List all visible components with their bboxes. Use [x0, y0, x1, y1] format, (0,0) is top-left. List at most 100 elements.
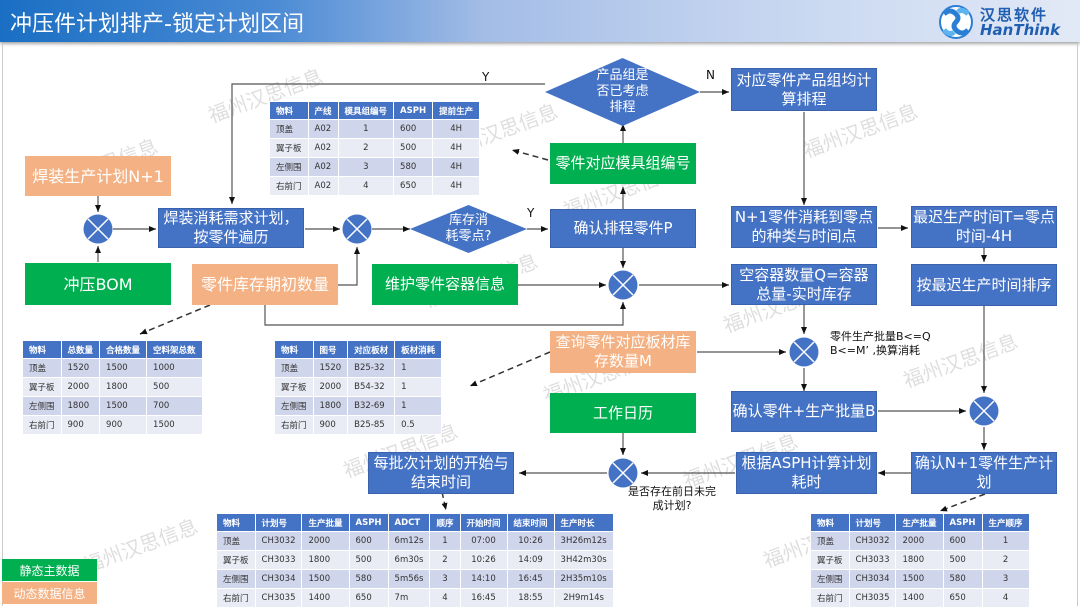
merge-junction-icon	[83, 214, 113, 244]
table-cell: 4H	[432, 176, 481, 196]
merge-junction-icon	[608, 270, 638, 300]
decision-diamond-shape	[545, 58, 700, 126]
merge-junction-icon	[789, 337, 819, 367]
table-cell: 2	[981, 550, 1030, 570]
table-cell: 5m56s	[387, 569, 431, 589]
column-header: 生产顺序	[981, 513, 1030, 532]
table-cell: 右前门	[269, 176, 309, 196]
table-cell: B25-32	[347, 358, 396, 378]
query-sheet-stock-node[interactable]: 查询零件对应板材库存数量M	[550, 331, 696, 373]
table-cell: 14:09	[506, 550, 555, 570]
table-cell: 07:00	[459, 531, 508, 551]
table-cell: B54-32	[347, 377, 396, 397]
table-cell: 900	[60, 415, 101, 435]
mold-group-number-node[interactable]: 零件对应模具组编号	[550, 143, 696, 184]
table-header-row: 物料图号对应板材板材消耗	[274, 340, 443, 359]
merge-junction-icon	[969, 396, 999, 426]
confirm-part-batch-node[interactable]: 确认零件+生产批量B	[731, 391, 877, 432]
sort-by-latest-time-node[interactable]: 按最迟生产时间排序	[911, 264, 1057, 306]
table-cell: 500	[393, 138, 434, 158]
column-header: 总数量	[60, 340, 101, 359]
column-header: ASPH	[348, 513, 389, 532]
work-calendar-node[interactable]: 工作日历	[550, 393, 696, 433]
table-cell: 3	[981, 569, 1030, 589]
empty-container-count-node[interactable]: 空容器数量Q=容器总量-实时库存	[731, 264, 877, 305]
column-header: 生产批量	[301, 513, 350, 532]
page-title: 冲压件计划排产-锁定计划区间	[10, 12, 304, 37]
column-header: 提前生产	[432, 101, 481, 120]
table-cell: 500	[942, 550, 983, 570]
maintain-container-info-node[interactable]: 维护零件容器信息	[372, 264, 518, 305]
confirm-schedule-part-node[interactable]: 确认排程零件P	[550, 209, 696, 248]
table-cell: 650	[348, 588, 389, 608]
column-header: 物料	[22, 340, 62, 359]
column-header: 计划号	[848, 513, 897, 532]
group-schedule-node[interactable]: 对应零件产品组均计算排程	[731, 68, 877, 111]
unfinished-question-label: 是否存在前日未完 成计划?	[628, 485, 716, 513]
table-cell: 580	[393, 157, 434, 177]
column-header: ASPH	[393, 101, 434, 120]
decision-diamond-shape	[410, 205, 527, 253]
group-considered-decision[interactable]: 产品组是否已考虑排程	[545, 58, 700, 126]
logo-en-text: HanThink	[980, 21, 1061, 39]
dashed-arrow	[469, 351, 551, 387]
initial-part-stock-node[interactable]: 零件库存期初数量	[192, 264, 338, 305]
stamping-bom-node[interactable]: 冲压BOM	[25, 263, 171, 305]
table-cell: 1	[394, 396, 443, 416]
column-header: 顺序	[429, 513, 461, 532]
table-cell: 顶盖	[216, 531, 256, 551]
table-cell: 翼子板	[810, 550, 850, 570]
table-cell: 2H35m10s	[553, 569, 614, 589]
table-cell: 4	[981, 588, 1030, 608]
column-header: 产线	[307, 101, 339, 120]
table-cell: 右前门	[810, 588, 850, 608]
table-cell: CH3035	[254, 588, 303, 608]
puzzle-logo-icon	[939, 5, 973, 39]
table-cell: 16:45	[506, 569, 555, 589]
table-cell: 0.5	[394, 415, 443, 435]
batch-start-end-time-node[interactable]: 每批次计划的开始与结束时间	[368, 452, 514, 494]
table-cell: 1500	[146, 415, 203, 435]
table-cell: 顶盖	[274, 358, 314, 378]
column-header: 图号	[312, 340, 349, 359]
table-cell: 2000	[60, 377, 101, 397]
table-cell: B32-69	[347, 396, 396, 416]
table-cell: 左侧围	[22, 396, 62, 416]
arrow	[229, 83, 545, 204]
batch-rule-line: 零件生产批量B<=Q	[830, 330, 931, 343]
table-cell: 500	[348, 550, 389, 570]
column-header: ADCT	[387, 513, 431, 532]
stock-zero-decision[interactable]: 库存消耗零点?	[410, 205, 527, 253]
weld-consumption-plan-node[interactable]: 焊装消耗需求计划，按零件遍历	[158, 208, 304, 248]
latest-production-time-node[interactable]: 最迟生产时间T=零点时间-4H	[911, 206, 1057, 248]
confirm-n1-plan-node[interactable]: 确认N+1零件生产计划	[911, 452, 1057, 494]
consume-zero-point-node[interactable]: N+1零件消耗到零点的种类与时间点	[731, 206, 877, 248]
table-cell: CH3033	[254, 550, 303, 570]
weld-production-plan-node[interactable]: 焊装生产计划N+1	[25, 156, 171, 196]
dashed-arrow	[139, 304, 211, 335]
table-cell: 1520	[312, 358, 349, 378]
table-cell: 1500	[895, 569, 944, 589]
column-header: 对应板材	[347, 340, 396, 359]
table-cell: 10:26	[506, 531, 555, 551]
table-cell: 2000	[301, 531, 350, 551]
table-cell: 2	[337, 138, 395, 158]
yes-label: Y	[482, 70, 490, 84]
table-cell: 1500	[99, 358, 148, 378]
table-cell: 左侧围	[216, 569, 256, 589]
asph-time-calc-node[interactable]: 根据ASPH计算计划耗时	[736, 452, 877, 494]
table-cell: 1	[394, 377, 443, 397]
table-cell: 右前门	[22, 415, 62, 435]
dashed-arrow	[511, 148, 549, 161]
column-header: 计划号	[254, 513, 303, 532]
table-cell: 6m12s	[387, 531, 431, 551]
